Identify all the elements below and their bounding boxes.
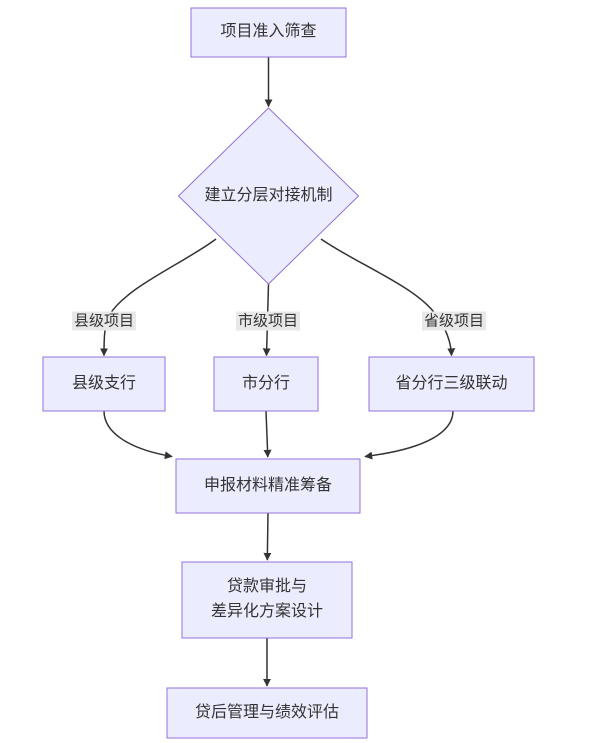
node-materials-shape (175, 458, 361, 514)
edge-mechanism-to-city (262, 283, 271, 357)
edge-mechanism-to-province (320, 238, 456, 357)
edge-province-to-materials (364, 410, 454, 460)
node-approval-shape (181, 561, 353, 639)
edge-mechanism-to-county (100, 238, 217, 357)
node-postloan-shape (166, 687, 368, 739)
edge-materials-to-approval (263, 512, 272, 561)
node-screening-shape (190, 7, 347, 58)
edge-city-to-materials (263, 410, 272, 458)
node-county-branch-shape (42, 356, 166, 412)
edge-county-to-materials (103, 410, 173, 460)
node-mechanism-shape (177, 107, 360, 285)
node-province-branch-shape (368, 356, 535, 412)
node-city-branch-shape (213, 356, 319, 412)
